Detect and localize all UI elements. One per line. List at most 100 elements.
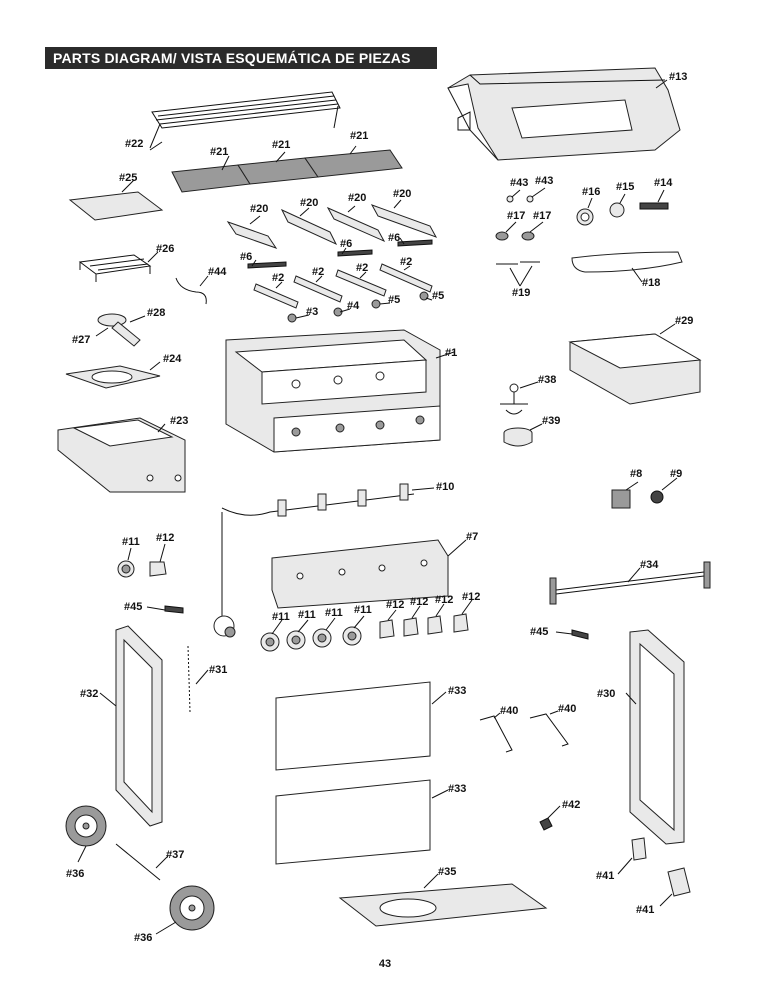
- label-p1: #1: [445, 347, 457, 359]
- label-p40b: #40: [558, 703, 576, 715]
- label-p21b: #21: [272, 139, 290, 151]
- right-cart-leg: [629, 629, 685, 845]
- label-p21c: #21: [350, 130, 368, 142]
- label-p19: #19: [512, 287, 530, 299]
- label-p20d: #20: [393, 188, 411, 200]
- label-p41b: #41: [636, 904, 654, 916]
- label-p3: #3: [306, 306, 318, 318]
- burners: [253, 263, 433, 309]
- side-burner-tray: [65, 365, 161, 389]
- label-p2d: #2: [400, 256, 412, 268]
- label-p25: #25: [119, 172, 137, 184]
- label-p8: #8: [630, 468, 642, 480]
- label-p44: #44: [208, 266, 227, 278]
- label-p31: #31: [209, 664, 227, 676]
- label-p20c: #20: [348, 192, 366, 204]
- label-p39: #39: [542, 415, 560, 427]
- label-p2a: #2: [272, 272, 284, 284]
- label-p6a: #6: [240, 251, 252, 263]
- label-p6b: #6: [340, 238, 352, 250]
- label-p9: #9: [670, 468, 682, 480]
- label-p29: #29: [675, 315, 693, 327]
- heat-tents: [226, 204, 438, 249]
- label-p30: #30: [597, 688, 615, 700]
- label-p7: #7: [466, 531, 478, 543]
- side-burner-grate: [78, 254, 152, 282]
- label-p28: #28: [147, 307, 165, 319]
- cooking-grates: [171, 149, 403, 193]
- label-p2c: #2: [356, 262, 368, 274]
- label-p11b: #11: [272, 611, 290, 623]
- diagram-title: PARTS DIAGRAM/ VISTA ESQUEMÁTICA DE PIEZ…: [45, 47, 437, 69]
- label-p13: #13: [669, 71, 687, 83]
- leader-lines: [77, 79, 678, 935]
- firebox: [225, 329, 441, 453]
- label-p45b: #45: [530, 626, 548, 638]
- grease-cup-parts: [500, 383, 533, 447]
- label-p20a: #20: [250, 203, 268, 215]
- label-p11d: #11: [325, 607, 343, 619]
- igniter-parts: [611, 489, 664, 509]
- label-p26: #26: [156, 243, 174, 255]
- valve-manifold: [213, 483, 415, 638]
- label-p45a: #45: [124, 601, 142, 613]
- label-p21a: #21: [210, 146, 228, 158]
- label-p12d: #12: [435, 594, 453, 606]
- label-p12c: #12: [410, 596, 428, 608]
- label-p12e: #12: [462, 591, 480, 603]
- knob-bezels: [260, 626, 362, 652]
- label-p5a: #5: [388, 294, 400, 306]
- warming-rack: [149, 91, 341, 149]
- label-p18: #18: [642, 277, 660, 289]
- label-p14: #14: [654, 177, 673, 189]
- bottom-shelf: [338, 883, 548, 927]
- label-p15: #15: [616, 181, 634, 193]
- label-p5b: #5: [432, 290, 444, 302]
- label-p12a: #12: [156, 532, 174, 544]
- label-p22: #22: [125, 138, 143, 150]
- label-p17b: #17: [533, 210, 551, 222]
- label-p20b: #20: [300, 197, 318, 209]
- lid: [447, 67, 681, 161]
- tank-hooks: [479, 713, 569, 753]
- caster-feet: [631, 837, 691, 897]
- label-p40a: #40: [500, 705, 518, 717]
- side-burner: [97, 313, 141, 347]
- label-p38: #38: [538, 374, 556, 386]
- label-p36a: #36: [66, 868, 84, 880]
- side-shelf: [57, 417, 186, 493]
- page-number: 43: [378, 958, 392, 970]
- label-p16: #16: [582, 186, 600, 198]
- label-p27: #27: [72, 334, 90, 346]
- tank-screw: [539, 817, 553, 831]
- electrode-wire: [175, 277, 207, 305]
- electrodes: [287, 291, 429, 323]
- label-p11c: #11: [298, 609, 316, 621]
- left-cart-leg: [115, 625, 163, 827]
- side-burner-lid: [68, 191, 164, 221]
- part-labels: #1 #2 #2 #2 #2 #3 #4 #5 #5 #6 #6 #6 #7 #…: [66, 71, 693, 944]
- control-knobs: [379, 613, 469, 639]
- label-p2b: #2: [312, 266, 324, 278]
- label-p6c: #6: [388, 232, 400, 244]
- wheels: [65, 805, 215, 931]
- handle-parts: [496, 251, 683, 273]
- back-panels: [275, 681, 431, 865]
- cross-brace: [549, 561, 711, 605]
- label-p37: #37: [166, 849, 184, 861]
- label-p42: #42: [562, 799, 580, 811]
- thermometer-parts: [576, 202, 669, 226]
- right-side-shelf: [568, 333, 702, 405]
- knob-pair-small: [117, 560, 167, 578]
- igniter-wire: [187, 645, 191, 713]
- label-p35: #35: [438, 866, 456, 878]
- label-p43b: #43: [535, 175, 553, 187]
- carryover-tubes: [247, 239, 433, 269]
- label-p41a: #41: [596, 870, 614, 882]
- label-p43a: #43: [510, 177, 528, 189]
- label-p33b: #33: [448, 783, 466, 795]
- label-p23: #23: [170, 415, 188, 427]
- label-p4: #4: [347, 300, 360, 312]
